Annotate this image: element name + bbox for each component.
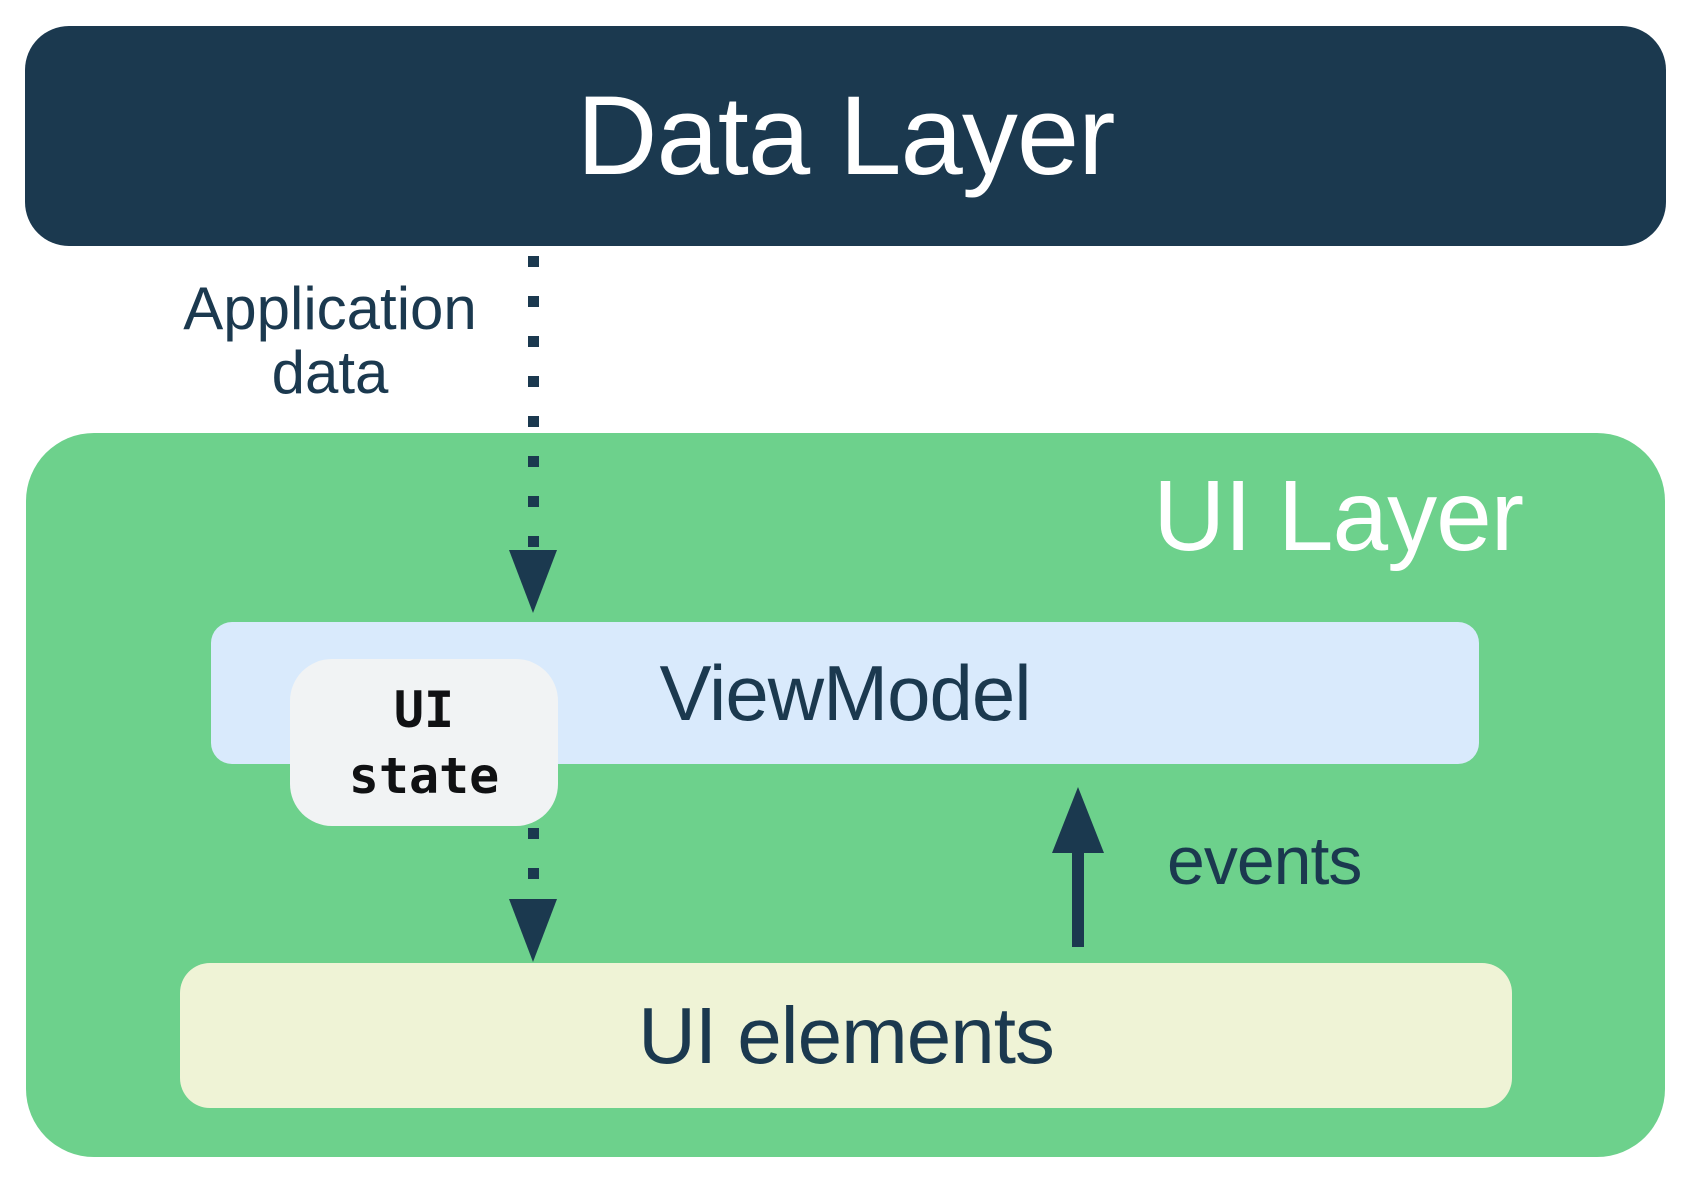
ui-state-box: UI state bbox=[290, 659, 558, 826]
events-arrow-line bbox=[1072, 850, 1084, 947]
arrow-up-icon bbox=[1052, 787, 1104, 853]
events-label: events bbox=[1167, 823, 1362, 899]
ui-state-label: UI state bbox=[348, 680, 500, 805]
data-layer-label: Data Layer bbox=[576, 73, 1116, 198]
ui-layer-label: UI Layer bbox=[1153, 460, 1524, 572]
ui-elements-label: UI elements bbox=[638, 990, 1055, 1080]
application-data-label: Application data bbox=[183, 275, 477, 406]
ui-elements-box: UI elements bbox=[180, 963, 1512, 1108]
data-layer-box: Data Layer bbox=[25, 26, 1666, 246]
arrow-down-icon bbox=[509, 550, 557, 613]
application-data-arrow-line bbox=[528, 256, 539, 548]
arrow-down-icon bbox=[509, 899, 557, 962]
ui-state-arrow-line bbox=[528, 828, 539, 879]
viewmodel-label: ViewModel bbox=[659, 649, 1031, 737]
